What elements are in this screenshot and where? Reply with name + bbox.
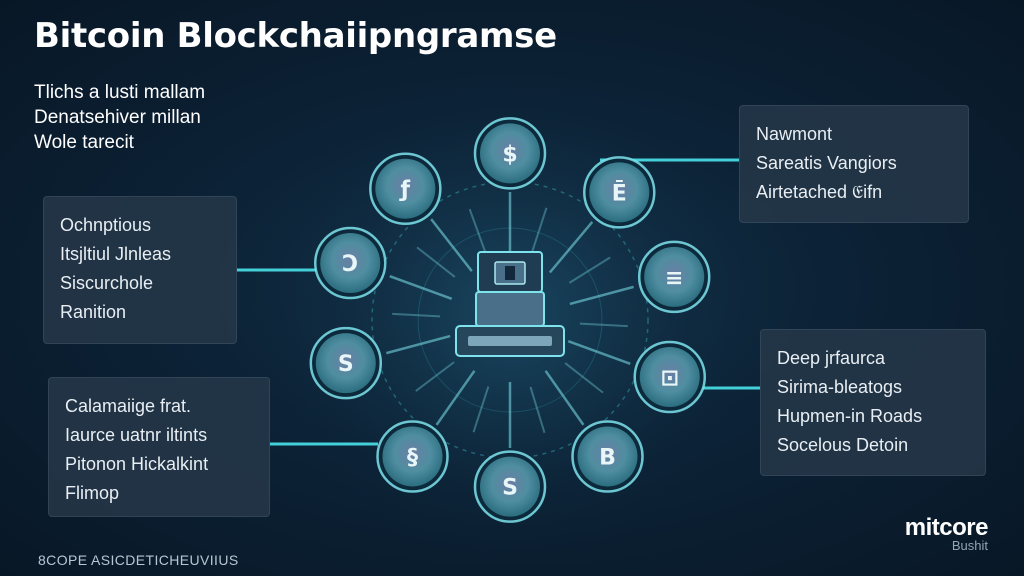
brand-subtitle: Bushit [951,538,988,553]
info-panel-right-top: Nawmont Sareatis Vangiors Airtetached 𝔈i… [739,105,969,223]
panel-line: Airtetached 𝔈ifn [756,182,883,202]
node-glyph-icon: Ē [612,180,627,206]
info-panel-left-bottom: Calamaiige frat. Iaurce uatnr iltints Pi… [48,377,270,517]
spoke-line [579,322,628,328]
node-glyph-icon: S [502,476,518,501]
panel-line: Hupmen-in Roads [777,406,923,426]
blockchain-node: ≡ [637,240,711,314]
center-server-icon [455,251,565,357]
node-glyph-icon: Ↄ [342,252,358,277]
panel-line: Deep jrfaurca [777,348,886,368]
info-panel-left-top: Ochnptious Itsjltiul Jlnleas Siscurchole… [43,196,237,344]
panel-line: Siscurchole [60,273,154,293]
spoke-line [468,208,487,255]
node-glyph-icon: ≡ [665,266,683,291]
panel-line: Flimop [65,483,120,503]
spoke-line [544,370,585,426]
node-glyph-icon: ƒ [399,178,411,203]
panel-line: Calamaiige frat. [65,396,192,416]
spoke-line [430,218,473,272]
blockchain-node: § [376,420,449,493]
spoke-line [392,312,441,318]
panel-line: Ochnptious [60,215,152,235]
node-glyph-icon: ⊡ [661,366,679,391]
spoke-line [416,246,456,278]
blockchain-node: B [571,420,644,493]
spoke-line [472,386,490,433]
node-glyph-icon: § [407,445,418,470]
spoke-line [569,285,634,306]
blockchain-node: ƒ [369,152,442,225]
spoke-line [529,386,546,434]
spoke-line [415,361,455,392]
panel-line: Ranition [60,302,127,322]
page-title: Bitcoin Blockchaiipngramse [34,16,557,56]
blockchain-node: Ē [583,156,656,229]
panel-line: Iaurce uatnr iltints [65,425,208,445]
spokes [386,192,634,448]
intro-line: Denatsehiver millan [34,107,201,128]
panel-line: Itsjltiul Jlnleas [60,244,172,264]
intro-line: Tlichs a lusti mallam [34,82,206,103]
blockchain-node: ⊡ [633,340,706,414]
intro-text: Tlichs a lusti mallam Denatsehiver milla… [34,80,205,155]
spoke-line [389,275,453,300]
spoke-line [567,340,631,365]
blockchain-node: $ [473,117,547,190]
spoke-line [548,221,594,274]
node-glyph-icon: S [338,352,354,377]
panel-line: Sirima-bleatogs [777,377,903,397]
blockchain-node: Ↄ [314,226,387,300]
spoke-line [564,362,604,394]
blockchain-node: S [309,326,383,400]
spoke-line [568,256,611,284]
spoke-line [386,334,451,355]
spoke-line [530,207,548,254]
footer-caption: 8COPE ASICDETICHEUVIIUS [38,552,239,568]
panel-line: Pitonon Hickalkint [65,454,209,474]
panel-line: Socelous Detoin [777,435,909,455]
intro-line: Wole tarecit [34,132,134,153]
panel-line: Nawmont [756,124,833,144]
panel-line: Sareatis Vangiors [756,153,897,173]
node-glyph-icon: $ [502,142,517,167]
brand-name: mitcore [904,514,989,541]
blockchain-node: S [473,450,547,523]
brand-logo: mitcore Bushit [888,514,989,553]
spoke-line [435,370,476,426]
info-panel-right-bottom: Deep jrfaurca Sirima-bleatogs Hupmen-in … [760,329,986,476]
node-glyph-icon: B [599,445,616,470]
